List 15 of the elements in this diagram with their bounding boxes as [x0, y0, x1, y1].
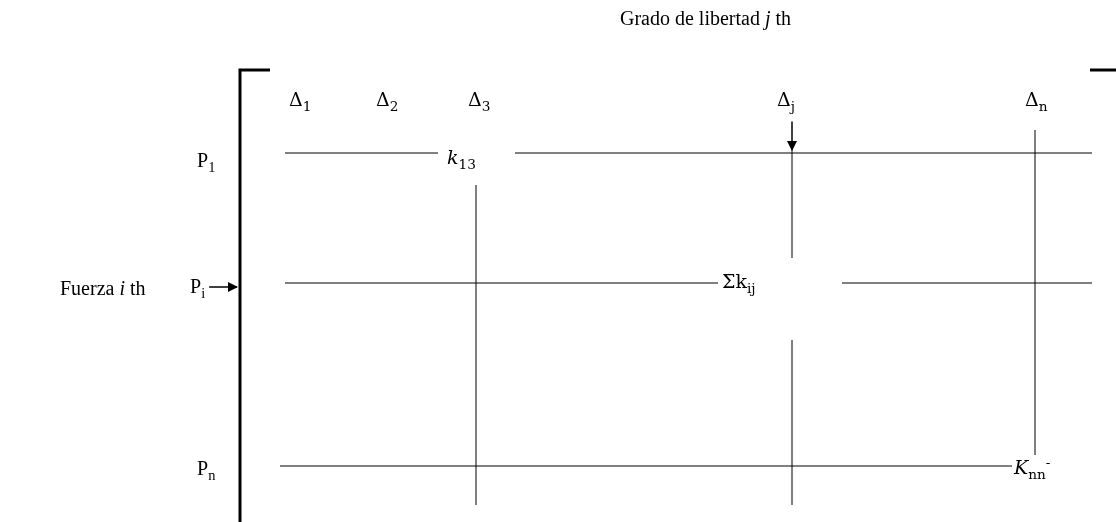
coordinate-label: Δ$_{n}$: [1025, 90, 1048, 114]
force-label: P$_{1}$: [197, 150, 216, 175]
arrow: [787, 120, 797, 151]
arrow: [208, 282, 238, 292]
matrix-bracket: [238, 68, 272, 522]
matrix-entry: Σk$_{ij}$: [722, 272, 756, 296]
coordinate-label: Δ$_{j}$: [777, 90, 795, 114]
coordinate-label: Δ$_{1}$: [289, 90, 312, 114]
force-label: P$_{n}$: [197, 458, 216, 483]
matrix-entry: k$_{13}$: [447, 148, 476, 172]
coordinate-label: Δ$_{3}$: [468, 90, 491, 114]
coordinate-label: Δ$_{2}$: [376, 90, 399, 114]
axis-caption: Grado de libertad j th: [620, 8, 792, 28]
force-label: Fuerza i th: [60, 278, 146, 298]
force-label: P$_{i}$: [190, 276, 206, 301]
